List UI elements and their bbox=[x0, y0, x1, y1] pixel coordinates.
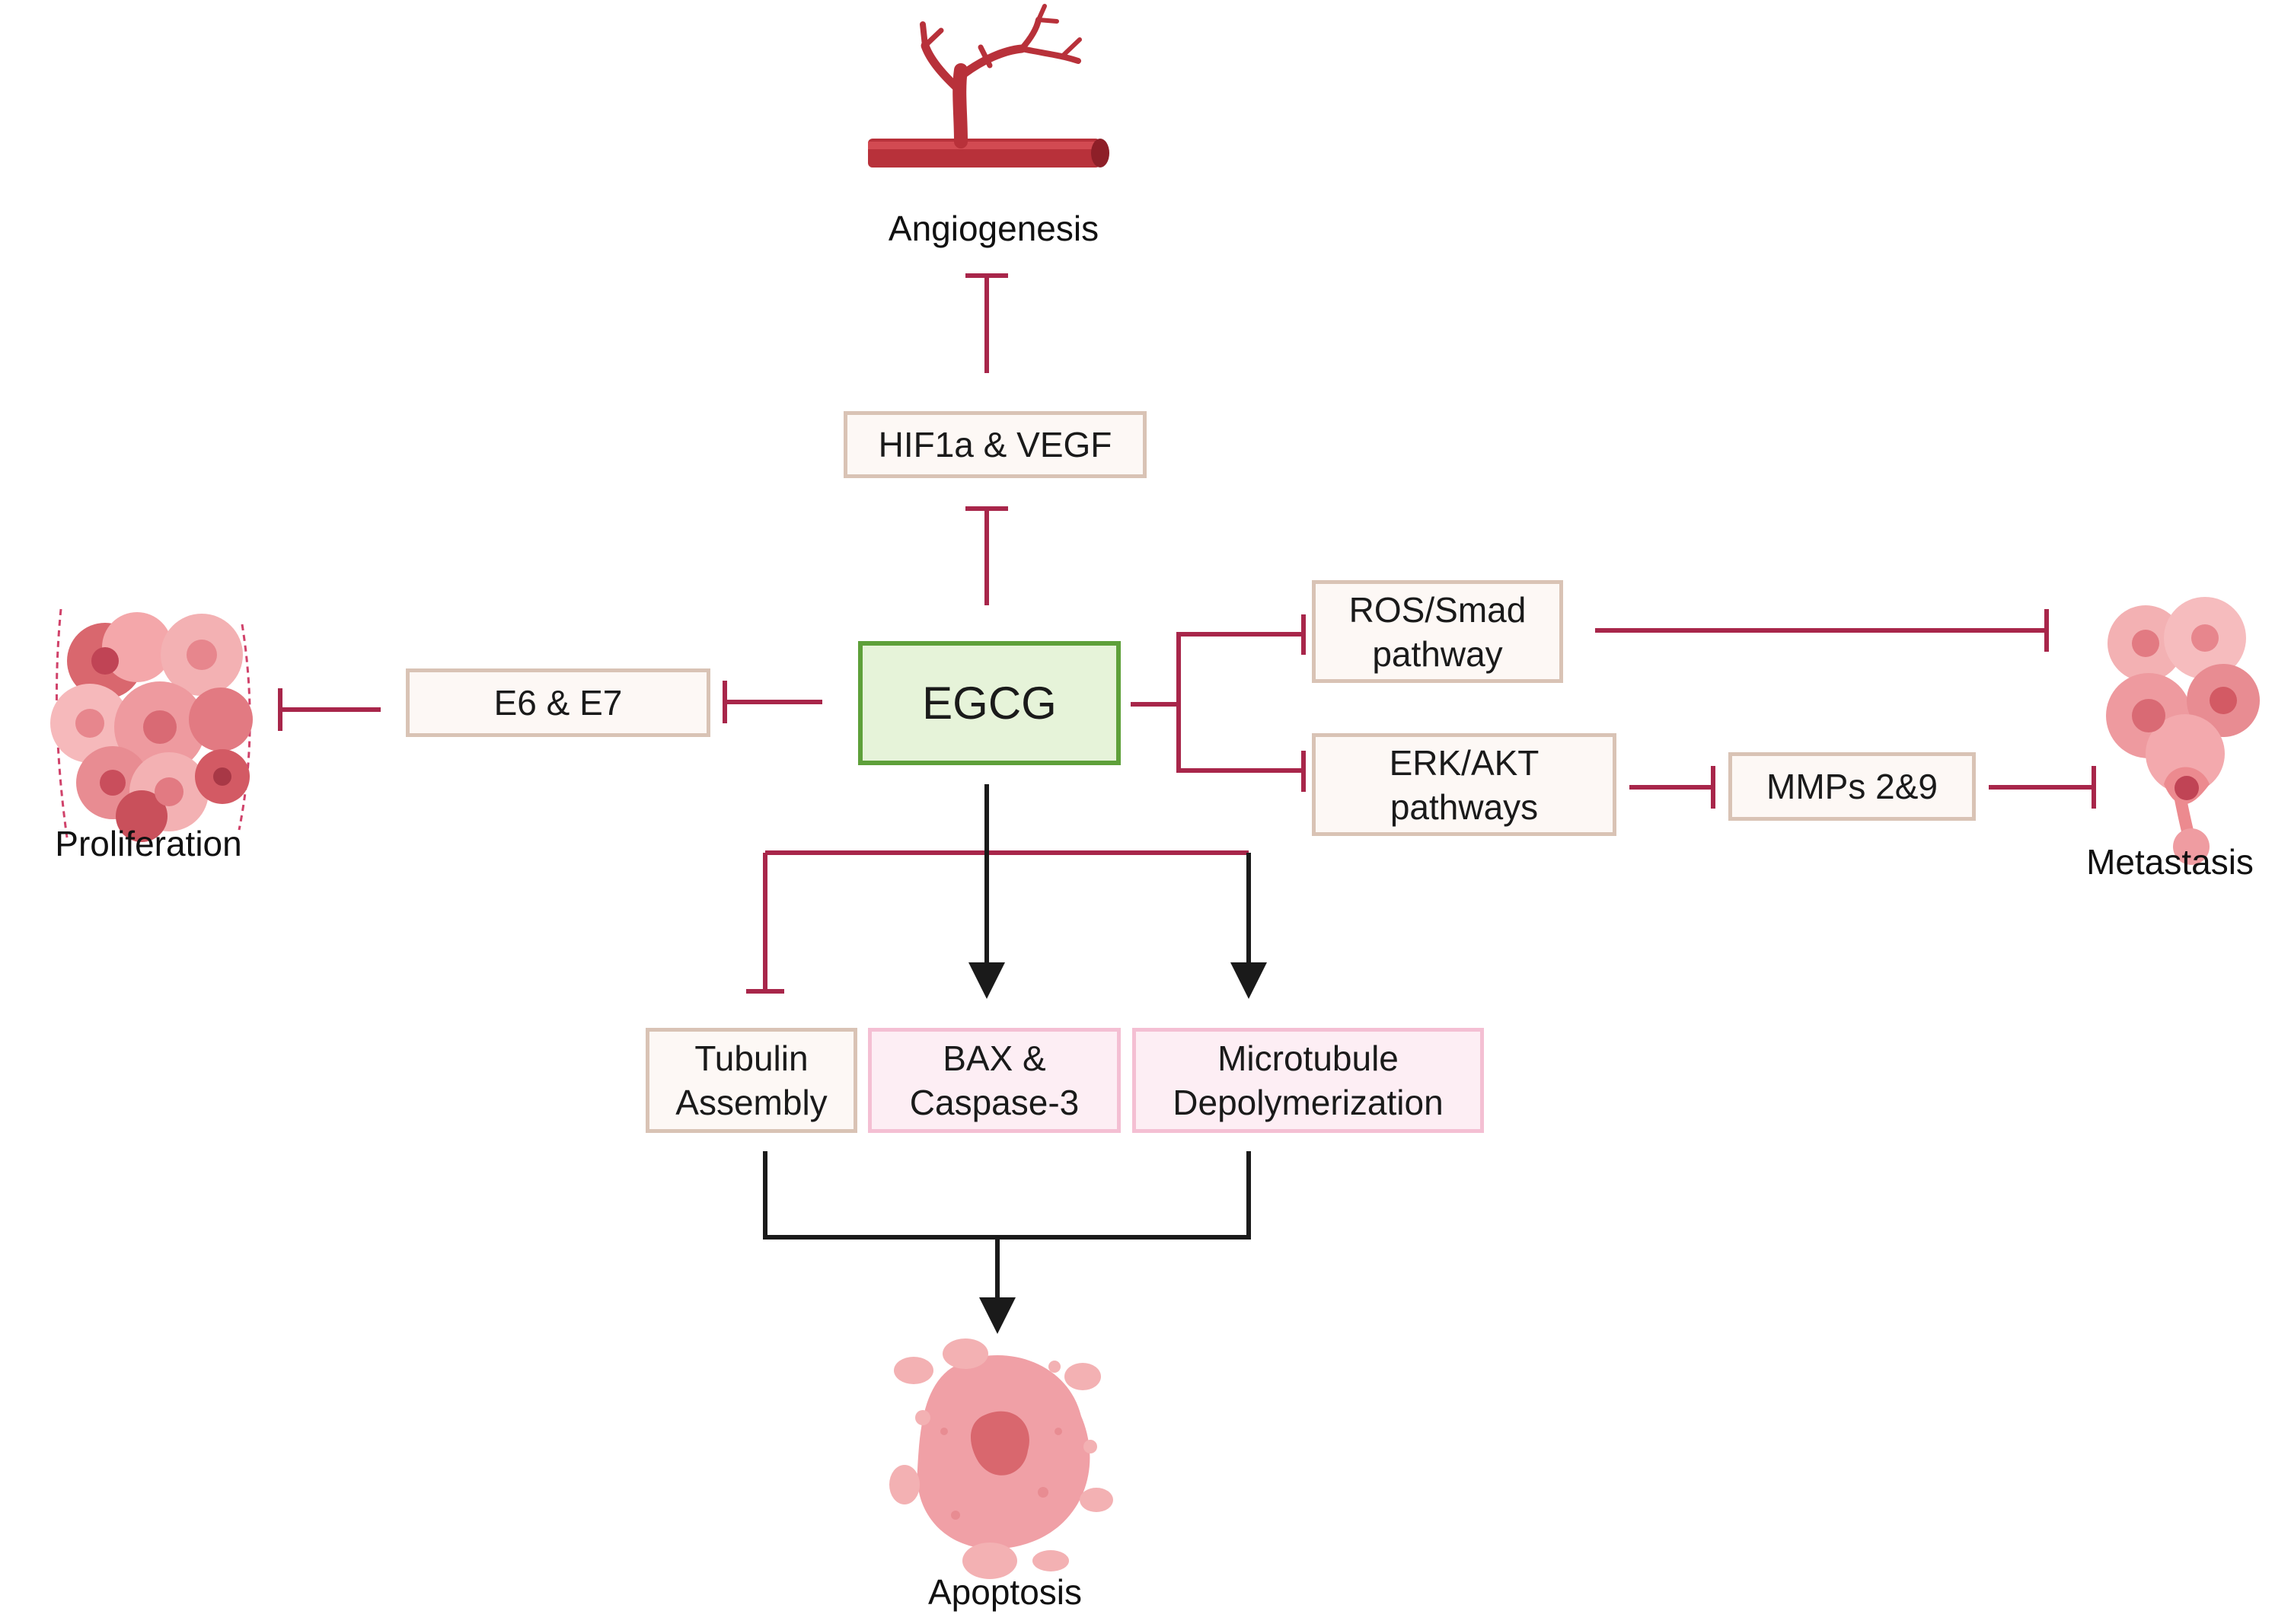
apoptotic-cell-icon bbox=[889, 1338, 1113, 1579]
hif-vegf-text: HIF1a & VEGF bbox=[878, 425, 1112, 464]
ros-smad-line-2: pathway bbox=[1372, 633, 1503, 674]
egcg-node: EGCG bbox=[858, 641, 1121, 765]
hif-vegf-node: HIF1a & VEGF bbox=[844, 411, 1147, 478]
angiogenesis-label: Angiogenesis bbox=[888, 209, 1099, 248]
e6-e7-text: E6 & E7 bbox=[493, 683, 623, 723]
egcg-text: EGCG bbox=[922, 677, 1057, 729]
edge-converge bbox=[763, 1151, 1251, 1240]
tubulin-line-1: Tubulin bbox=[694, 1039, 809, 1078]
tumor-cells-icon bbox=[50, 608, 253, 842]
ros-smad-line-1: ROS/Smad bbox=[1348, 589, 1527, 630]
bax-line-1: BAX & bbox=[943, 1039, 1046, 1078]
proliferation-label: Proliferation bbox=[55, 824, 242, 863]
metastatic-cells-icon bbox=[2106, 597, 2260, 865]
microtubule-line-1: Microtubule bbox=[1217, 1039, 1399, 1078]
blood-vessel-icon bbox=[868, 4, 1109, 168]
microtubule-line-2: Depolymerization bbox=[1173, 1083, 1444, 1122]
bax-line-2: Caspase-3 bbox=[909, 1083, 1080, 1122]
erk-akt-line-2: pathways bbox=[1390, 786, 1539, 827]
apoptosis-label: Apoptosis bbox=[927, 1572, 1082, 1612]
e6-e7-node: E6 & E7 bbox=[406, 668, 710, 737]
microtubule-node: Microtubule Depolymerization bbox=[1132, 1028, 1484, 1133]
erk-akt-node: ERK/AKT pathways bbox=[1312, 733, 1616, 836]
tubulin-line-2: Assembly bbox=[675, 1083, 828, 1122]
tubulin-node: Tubulin Assembly bbox=[646, 1028, 857, 1133]
ros-smad-node: ROS/Smad pathway bbox=[1312, 580, 1563, 683]
metastasis-label: Metastasis bbox=[2086, 842, 2254, 882]
erk-akt-line-1: ERK/AKT bbox=[1389, 742, 1540, 783]
mmps-text: MMPs 2&9 bbox=[1766, 767, 1938, 806]
bax-caspase-node: BAX & Caspase-3 bbox=[868, 1028, 1121, 1133]
mmps-node: MMPs 2&9 bbox=[1728, 752, 1976, 821]
